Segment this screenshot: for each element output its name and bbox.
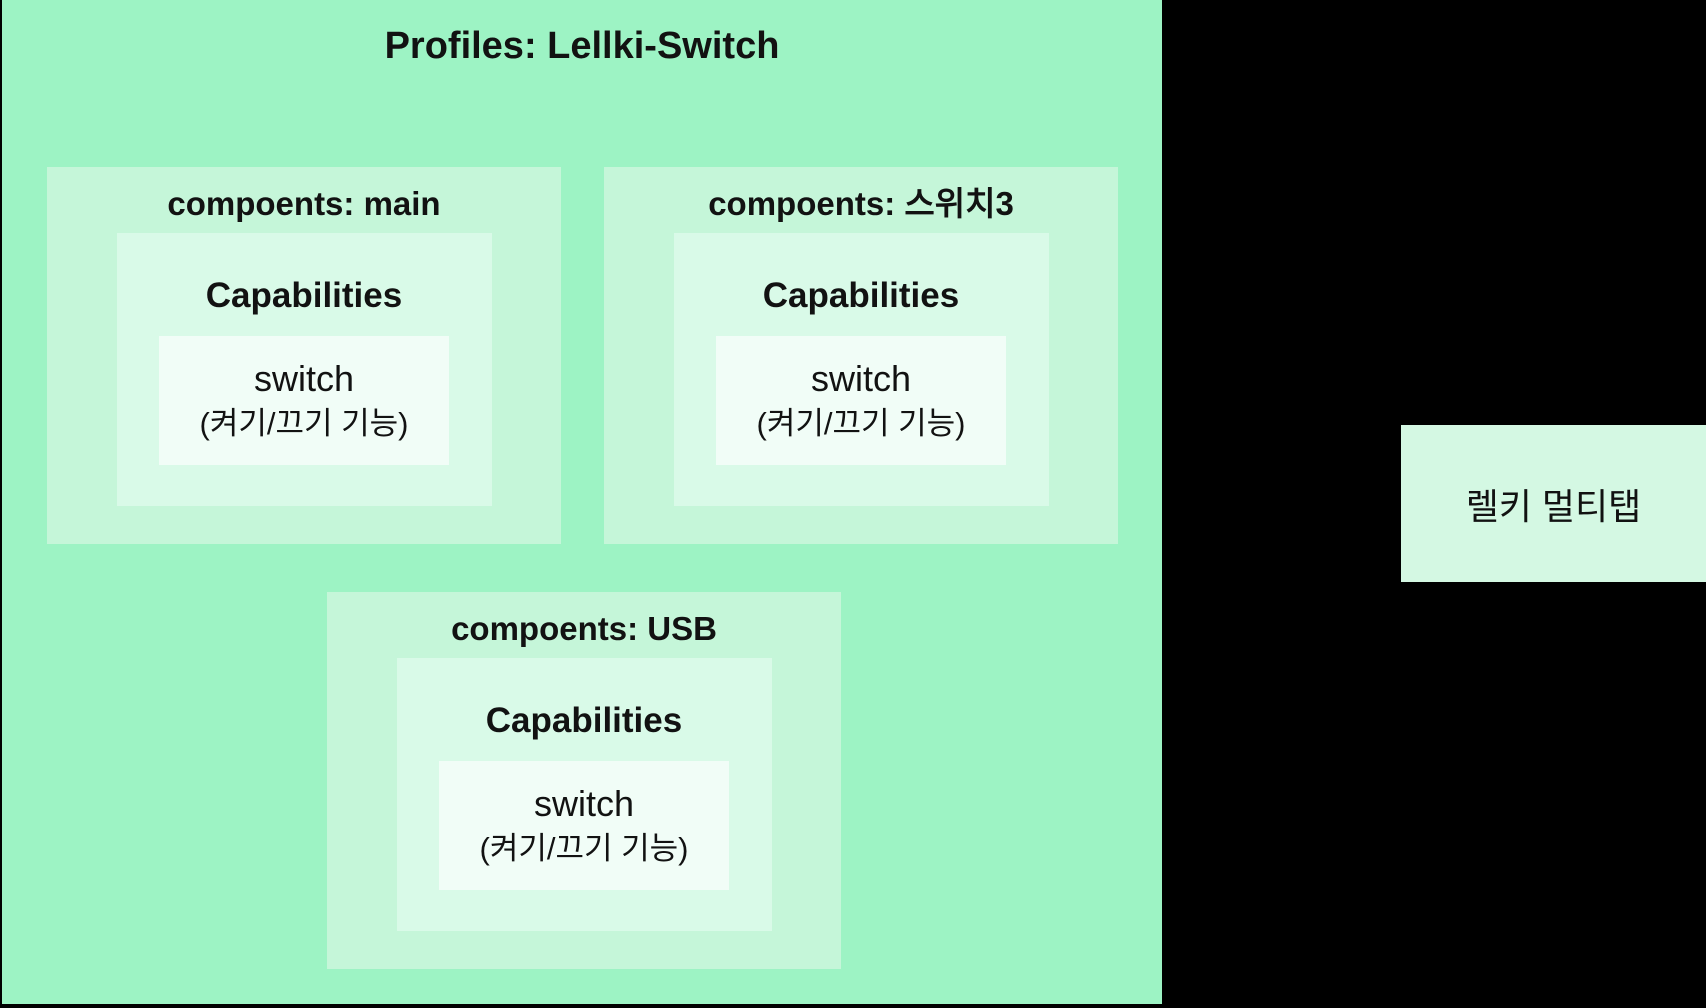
capability-note: (켜기/끄기 기능) (199, 405, 409, 441)
device-label-box: 렐키 멀티탭 (1401, 425, 1706, 582)
capabilities-box: Capabilities switch (켜기/끄기 기능) (116, 233, 492, 506)
capability-name: switch (810, 357, 912, 399)
component-box-usb: compoents: USB Capabilities switch (켜기/끄… (327, 592, 841, 969)
capabilities-heading: Capabilities (485, 701, 683, 740)
capabilities-heading: Capabilities (762, 276, 960, 315)
capabilities-box: Capabilities switch (켜기/끄기 기능) (673, 233, 1049, 506)
capability-note: (켜기/끄기 기능) (756, 405, 966, 441)
component-title-usb: compoents: USB (451, 610, 717, 647)
capabilities-box: Capabilities switch (켜기/끄기 기능) (396, 658, 772, 931)
capability-name: switch (253, 357, 355, 399)
capability-switch-box: switch (켜기/끄기 기능) (439, 761, 729, 890)
profile-title: Profiles: Lellki-Switch (384, 25, 780, 67)
component-box-switch3: compoents: 스위치3 Capabilities switch (켜기/… (604, 167, 1118, 544)
capability-name: switch (533, 782, 635, 824)
device-label: 렐키 멀티탭 (1465, 485, 1642, 527)
capability-switch-box: switch (켜기/끄기 기능) (159, 336, 449, 465)
component-title-main: compoents: main (167, 185, 441, 222)
capabilities-heading: Capabilities (205, 276, 403, 315)
component-box-main: compoents: main Capabilities switch (켜기/… (47, 167, 561, 544)
capability-switch-box: switch (켜기/끄기 기능) (716, 336, 1006, 465)
profile-panel: Profiles: Lellki-Switch compoents: main … (2, 0, 1162, 1004)
capability-note: (켜기/끄기 기능) (479, 830, 689, 866)
component-title-switch3: compoents: 스위치3 (708, 185, 1014, 222)
